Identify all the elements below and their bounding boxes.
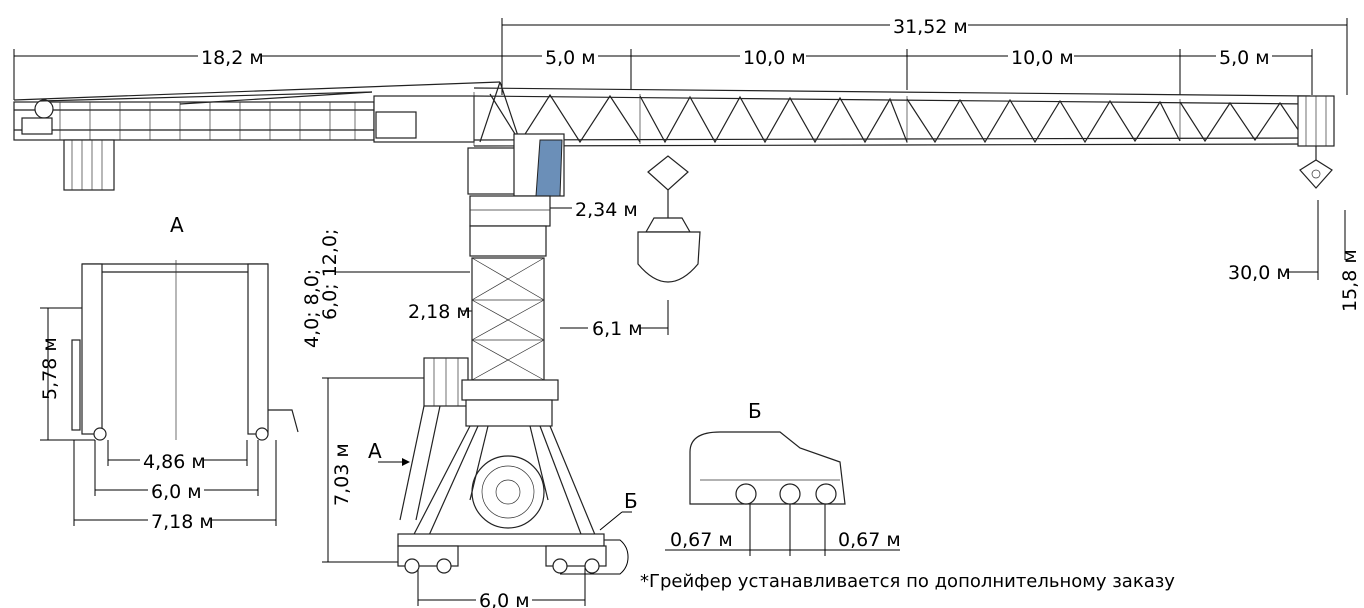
- dim-hook-height: 15,8 м: [1339, 249, 1361, 312]
- grab-drawing: [637, 155, 701, 283]
- view-b-label: Б: [748, 399, 762, 423]
- dim-track-a: 6,0 м: [151, 481, 202, 503]
- dim-counter-jib: 18,2 м: [201, 47, 264, 69]
- dim-base-a: 7,18 м: [151, 511, 214, 533]
- dim-bogie-left: 0,67 м: [670, 529, 733, 551]
- view-a-label: А: [170, 213, 184, 237]
- dim-total-jib: 31,52 м: [893, 16, 968, 38]
- dim-tower-heights-a: 6,0; 12,0;: [319, 229, 341, 320]
- jib-drawing: [13, 81, 1335, 191]
- dim-grab-offset: 6,1 м: [592, 318, 643, 340]
- dim-portal-height: 7,03 м: [331, 443, 353, 506]
- dim-seg-3: 10,0 м: [1011, 47, 1074, 69]
- view-b-drawing: [689, 431, 846, 505]
- dim-seg-1: 5,0 м: [545, 47, 596, 69]
- footnote: *Грейфер устанавливается по дополнительн…: [640, 571, 1175, 592]
- view-a-drawing: [71, 260, 299, 441]
- dim-tower-width: 2,18 м: [408, 301, 471, 323]
- arrow-a-label: А: [368, 439, 382, 463]
- marker-b-label: Б: [624, 489, 638, 513]
- dim-max-radius: 30,0 м: [1228, 262, 1291, 284]
- cabin-glass: [535, 139, 563, 197]
- dim-portal-height-a: 5,78 м: [39, 337, 61, 400]
- portal-drawing: [397, 379, 607, 574]
- tower-drawing: [423, 133, 565, 407]
- dim-bogie-right: 0,67 м: [838, 529, 901, 551]
- dimension-labels: 31,52 м 18,2 м 5,0 м 10,0 м 10,0 м 5,0 м…: [39, 14, 1361, 608]
- dim-seg-4: 5,0 м: [1219, 47, 1270, 69]
- dim-tower-heights-b: 4,0; 8,0;: [301, 269, 323, 348]
- dim-portal-base: 6,0 м: [479, 590, 530, 608]
- dim-cabin-offset: 2,34 м: [575, 199, 638, 221]
- dim-seg-2: 10,0 м: [743, 47, 806, 69]
- dim-wheel-a: 4,86 м: [143, 451, 206, 473]
